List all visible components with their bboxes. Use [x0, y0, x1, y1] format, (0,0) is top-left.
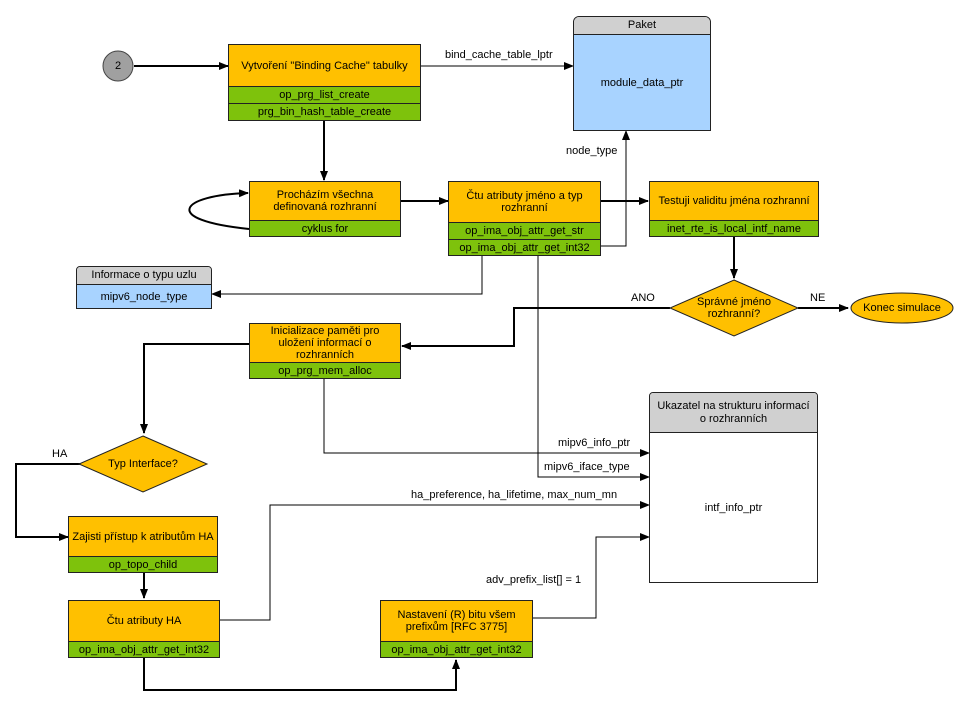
binding-cache-title: Vytvoření "Binding Cache" tabulky [229, 45, 420, 86]
end-text: Konec simulace [863, 302, 941, 314]
binding-cache-fn-1: op_prg_list_create [229, 86, 420, 103]
mem-init-box: Inicializace paměti pro uložení informac… [249, 323, 401, 379]
start-connector [102, 50, 134, 82]
decision-name-text: Správné jméno rozhranní? [697, 296, 771, 320]
iterate-title: Procházím všechna definovaná rozhranní [250, 182, 400, 220]
paket-body: module_data_ptr [574, 35, 710, 130]
end-ellipse [850, 292, 954, 324]
binding-cache-fn-2: prg_bin_hash_table_create [229, 103, 420, 120]
read-ha-fn-1: op_ima_obj_attr_get_int32 [69, 641, 219, 657]
label-node-type: node_type [566, 145, 618, 157]
decision-name-diamond [668, 279, 800, 337]
label-mipv6-iface-type: mipv6_iface_type [544, 461, 630, 473]
edge-read-to-paket [601, 130, 630, 247]
edge-rbit-to-struct [533, 533, 650, 619]
read-attrs-title: Čtu atributy jméno a typ rozhranní [449, 182, 600, 222]
label-mipv6-info-ptr: mipv6_info_ptr [558, 437, 631, 449]
read-attrs-fn-2: op_ima_obj_attr_get_int32 [449, 239, 600, 255]
node-type-body: mipv6_node_type [77, 285, 211, 308]
node-type-header: Informace o typu uzlu [77, 267, 211, 285]
intf-struct-body: intf_info_ptr [650, 433, 817, 582]
label-ano: ANO [631, 292, 655, 304]
edge-decision-to-mem [401, 307, 670, 350]
validate-title: Testuji validitu jména rozhranní [650, 182, 818, 220]
intf-struct-box: Ukazatel na strukturu informací o rozhra… [649, 392, 818, 583]
decision-iface-diamond [77, 435, 209, 493]
ha-access-fn-1: op_topo_child [69, 556, 217, 572]
label-adv-prefix: adv_prefix_list[] = 1 [486, 574, 582, 586]
node-type-box: Informace o typu uzlu mipv6_node_type [76, 266, 212, 309]
ha-access-box: Zajisti přístup k atributům HA op_topo_c… [68, 516, 218, 573]
read-attrs-fn-1: op_ima_obj_attr_get_str [449, 222, 600, 239]
label-ha: HA [52, 448, 68, 460]
iterate-fn-1: cyklus for [250, 220, 400, 236]
edge-mem-to-iface [140, 343, 249, 434]
edge-iterate-loop [188, 189, 250, 230]
read-attrs-box: Čtu atributy jméno a typ rozhranní op_im… [448, 181, 601, 256]
edge-read-to-iface-type [537, 256, 650, 481]
edge-read-to-nodeinfo [211, 256, 483, 298]
edge-readha-to-struct [220, 501, 650, 621]
set-r-bit-title: Nastavení (R) bitu všem prefixům [RFC 37… [381, 601, 532, 641]
edge-readha-to-rbit [143, 658, 460, 691]
paket-box: Paket module_data_ptr [573, 16, 711, 131]
ha-access-title: Zajisti přístup k atributům HA [69, 517, 217, 556]
set-r-bit-fn-1: op_ima_obj_attr_get_int32 [381, 641, 532, 657]
read-ha-title: Čtu atributy HA [69, 601, 219, 641]
paket-header: Paket [574, 17, 710, 35]
validate-fn-1: inet_rte_is_local_intf_name [650, 220, 818, 236]
start-connector-label: 2 [114, 60, 122, 72]
edge-mem-to-info [323, 379, 650, 457]
edge-iface-to-ha [15, 463, 80, 541]
label-ne: NE [810, 292, 826, 304]
read-ha-box: Čtu atributy HA op_ima_obj_attr_get_int3… [68, 600, 220, 658]
validate-box: Testuji validitu jména rozhranní inet_rt… [649, 181, 819, 237]
mem-init-title: Inicializace paměti pro uložení informac… [250, 324, 400, 362]
set-r-bit-box: Nastavení (R) bitu všem prefixům [RFC 37… [380, 600, 533, 658]
mem-init-fn-1: op_prg_mem_alloc [250, 362, 400, 378]
decision-iface-text: Typ Interface? [108, 458, 178, 470]
binding-cache-box: Vytvoření "Binding Cache" tabulky op_prg… [228, 44, 421, 121]
label-ha-params: ha_preference, ha_lifetime, max_num_mn [411, 489, 618, 501]
label-bind-cache-table-lptr: bind_cache_table_lptr [445, 49, 553, 61]
iterate-box: Procházím všechna definovaná rozhranní c… [249, 181, 401, 237]
intf-struct-header: Ukazatel na strukturu informací o rozhra… [650, 393, 817, 433]
